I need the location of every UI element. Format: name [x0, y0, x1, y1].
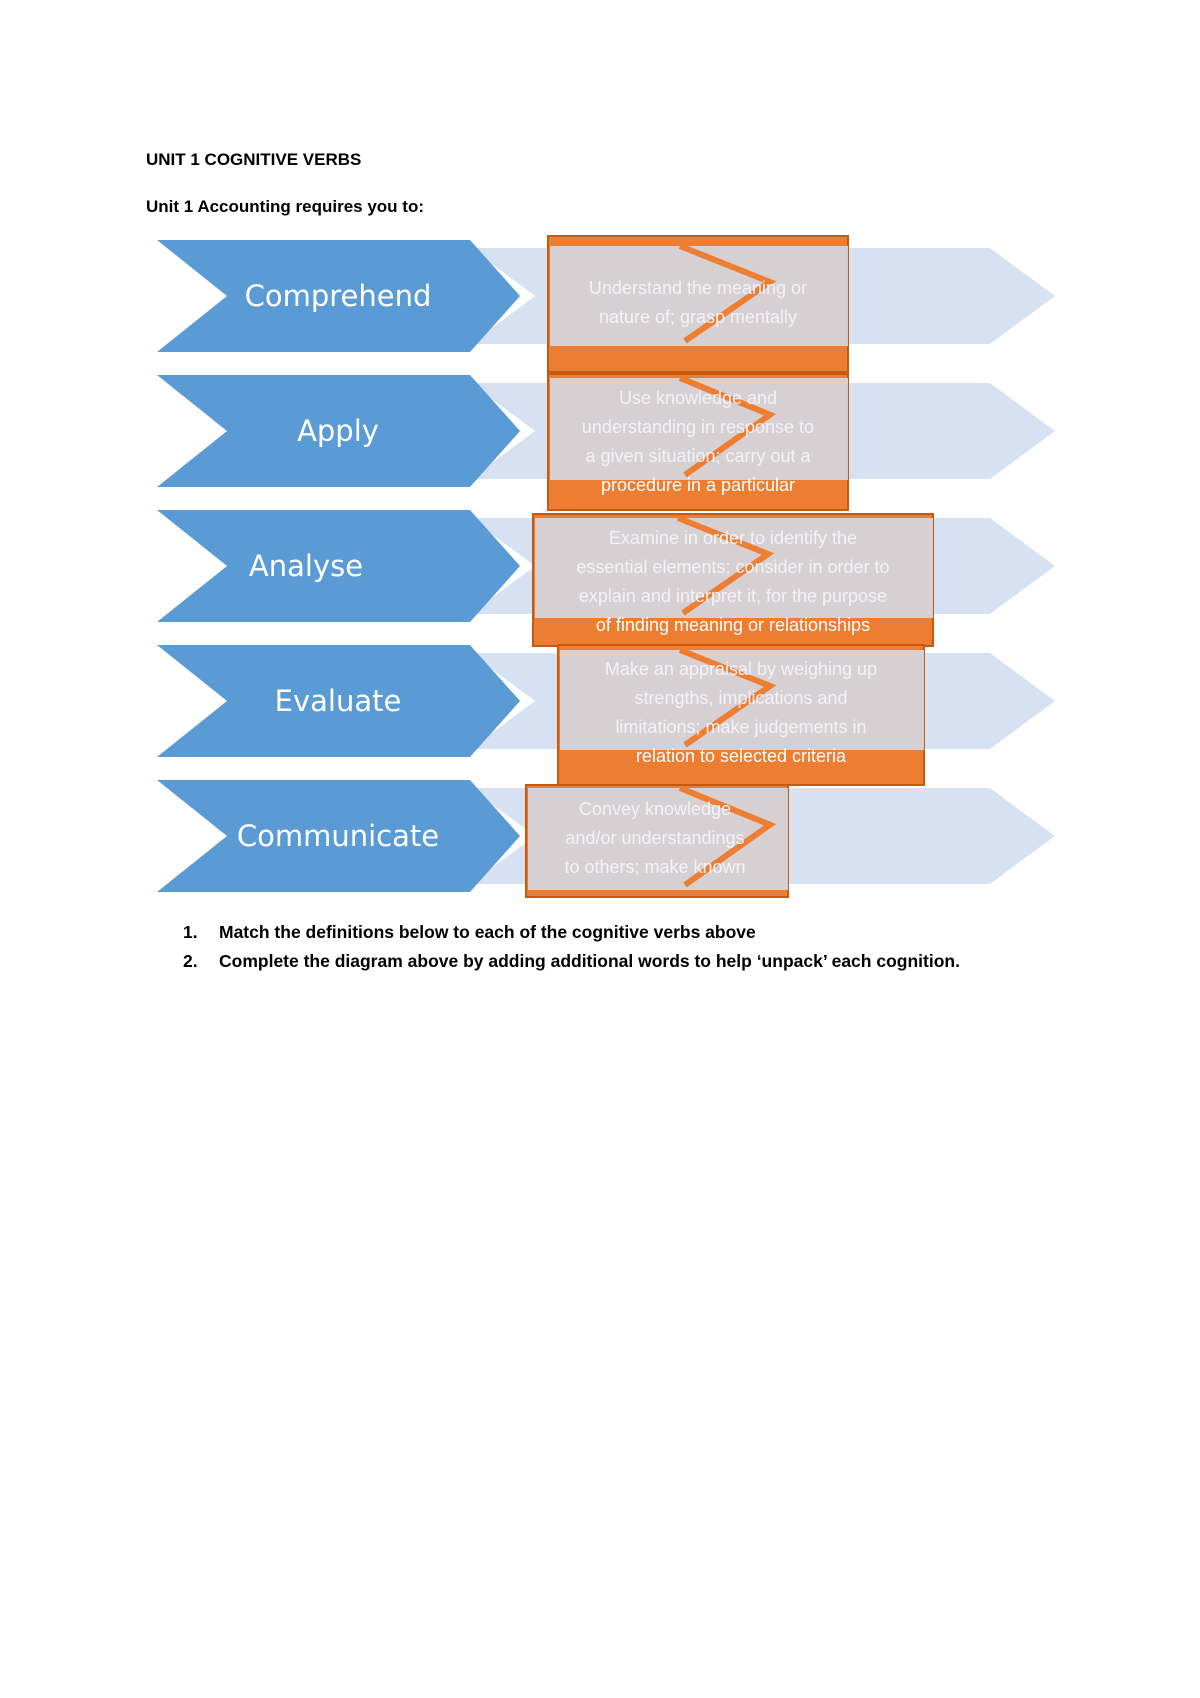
instruction-item-1: 1. Match the definitions below to each o… — [183, 918, 960, 947]
verb-label: Apply — [297, 414, 379, 448]
definition-line: strengths, implications and — [634, 688, 847, 708]
definition-line: and/or understandings — [565, 828, 744, 848]
definition-line: Use knowledge and — [619, 388, 777, 408]
diagram-row-communicate: Communicate Convey knowledge and/or unders… — [157, 780, 1055, 898]
verb-chevron — [157, 645, 520, 757]
verb-chevron — [157, 780, 520, 892]
definition-line: Convey knowledge — [579, 799, 731, 819]
zigzag-arrow — [678, 785, 777, 888]
definition-line: Make an appraisal by weighing up — [605, 659, 877, 679]
diagram-row-apply: Apply Use knowledge and understanding in r… — [157, 373, 1055, 511]
definition-line: a given situation; carry out a — [585, 446, 811, 466]
zigzag-arrow — [676, 515, 775, 616]
verb-label: Evaluate — [275, 684, 402, 718]
definition-line: limitations; make judgements in — [615, 717, 866, 737]
definition-line: to others; make known — [564, 857, 745, 877]
definition-line: of finding meaning or relationships — [596, 615, 870, 635]
zigzag-arrow — [678, 375, 777, 478]
definition-line: procedure in a particular — [601, 475, 795, 495]
instruction-text: Match the definitions below to each of t… — [219, 922, 756, 942]
instruction-text: Complete the diagram above by adding add… — [219, 951, 960, 971]
definition-line: essential elements; consider in order to — [576, 557, 889, 577]
diagram-row-evaluate: Evaluate Make an appraisal by weighing up… — [157, 644, 1055, 786]
verb-label: Comprehend — [245, 279, 432, 313]
definition-line: explain and interpret it, for the purpos… — [579, 586, 887, 606]
instruction-number: 1. — [183, 922, 198, 942]
instructions-list: 1. Match the definitions below to each o… — [183, 918, 960, 976]
verb-label: Analyse — [249, 549, 363, 583]
page-title: UNIT 1 COGNITIVE VERBS — [146, 150, 362, 169]
definition-line: nature of; grasp mentally — [599, 307, 797, 327]
definition-line: Understand the meaning or — [589, 278, 807, 298]
definition-line: understanding in response to — [582, 417, 814, 437]
diagram-row-analyse: Analyse Examine in order to identify the e… — [157, 510, 1055, 647]
zigzag-arrow — [678, 243, 777, 344]
verb-chevron — [157, 240, 520, 352]
definition-overlay — [535, 518, 933, 618]
definition-line: relation to selected criteria — [636, 746, 847, 766]
page-subtitle: Unit 1 Accounting requires you to: — [146, 197, 424, 216]
instruction-number: 2. — [183, 951, 198, 971]
verb-chevron — [157, 510, 520, 622]
verb-label: Communicate — [237, 819, 439, 853]
verb-chevron — [157, 375, 520, 487]
diagram-row-comprehend: Comprehend Understand the meaning or natur… — [157, 235, 1055, 373]
zigzag-arrow — [678, 647, 777, 748]
definition-overlay — [560, 650, 924, 750]
cognitive-verbs-diagram: Comprehend Understand the meaning or natur… — [157, 235, 1055, 898]
instruction-item-2: 2. Complete the diagram above by adding … — [183, 947, 960, 976]
definition-line: Examine in order to identify the — [609, 528, 857, 548]
